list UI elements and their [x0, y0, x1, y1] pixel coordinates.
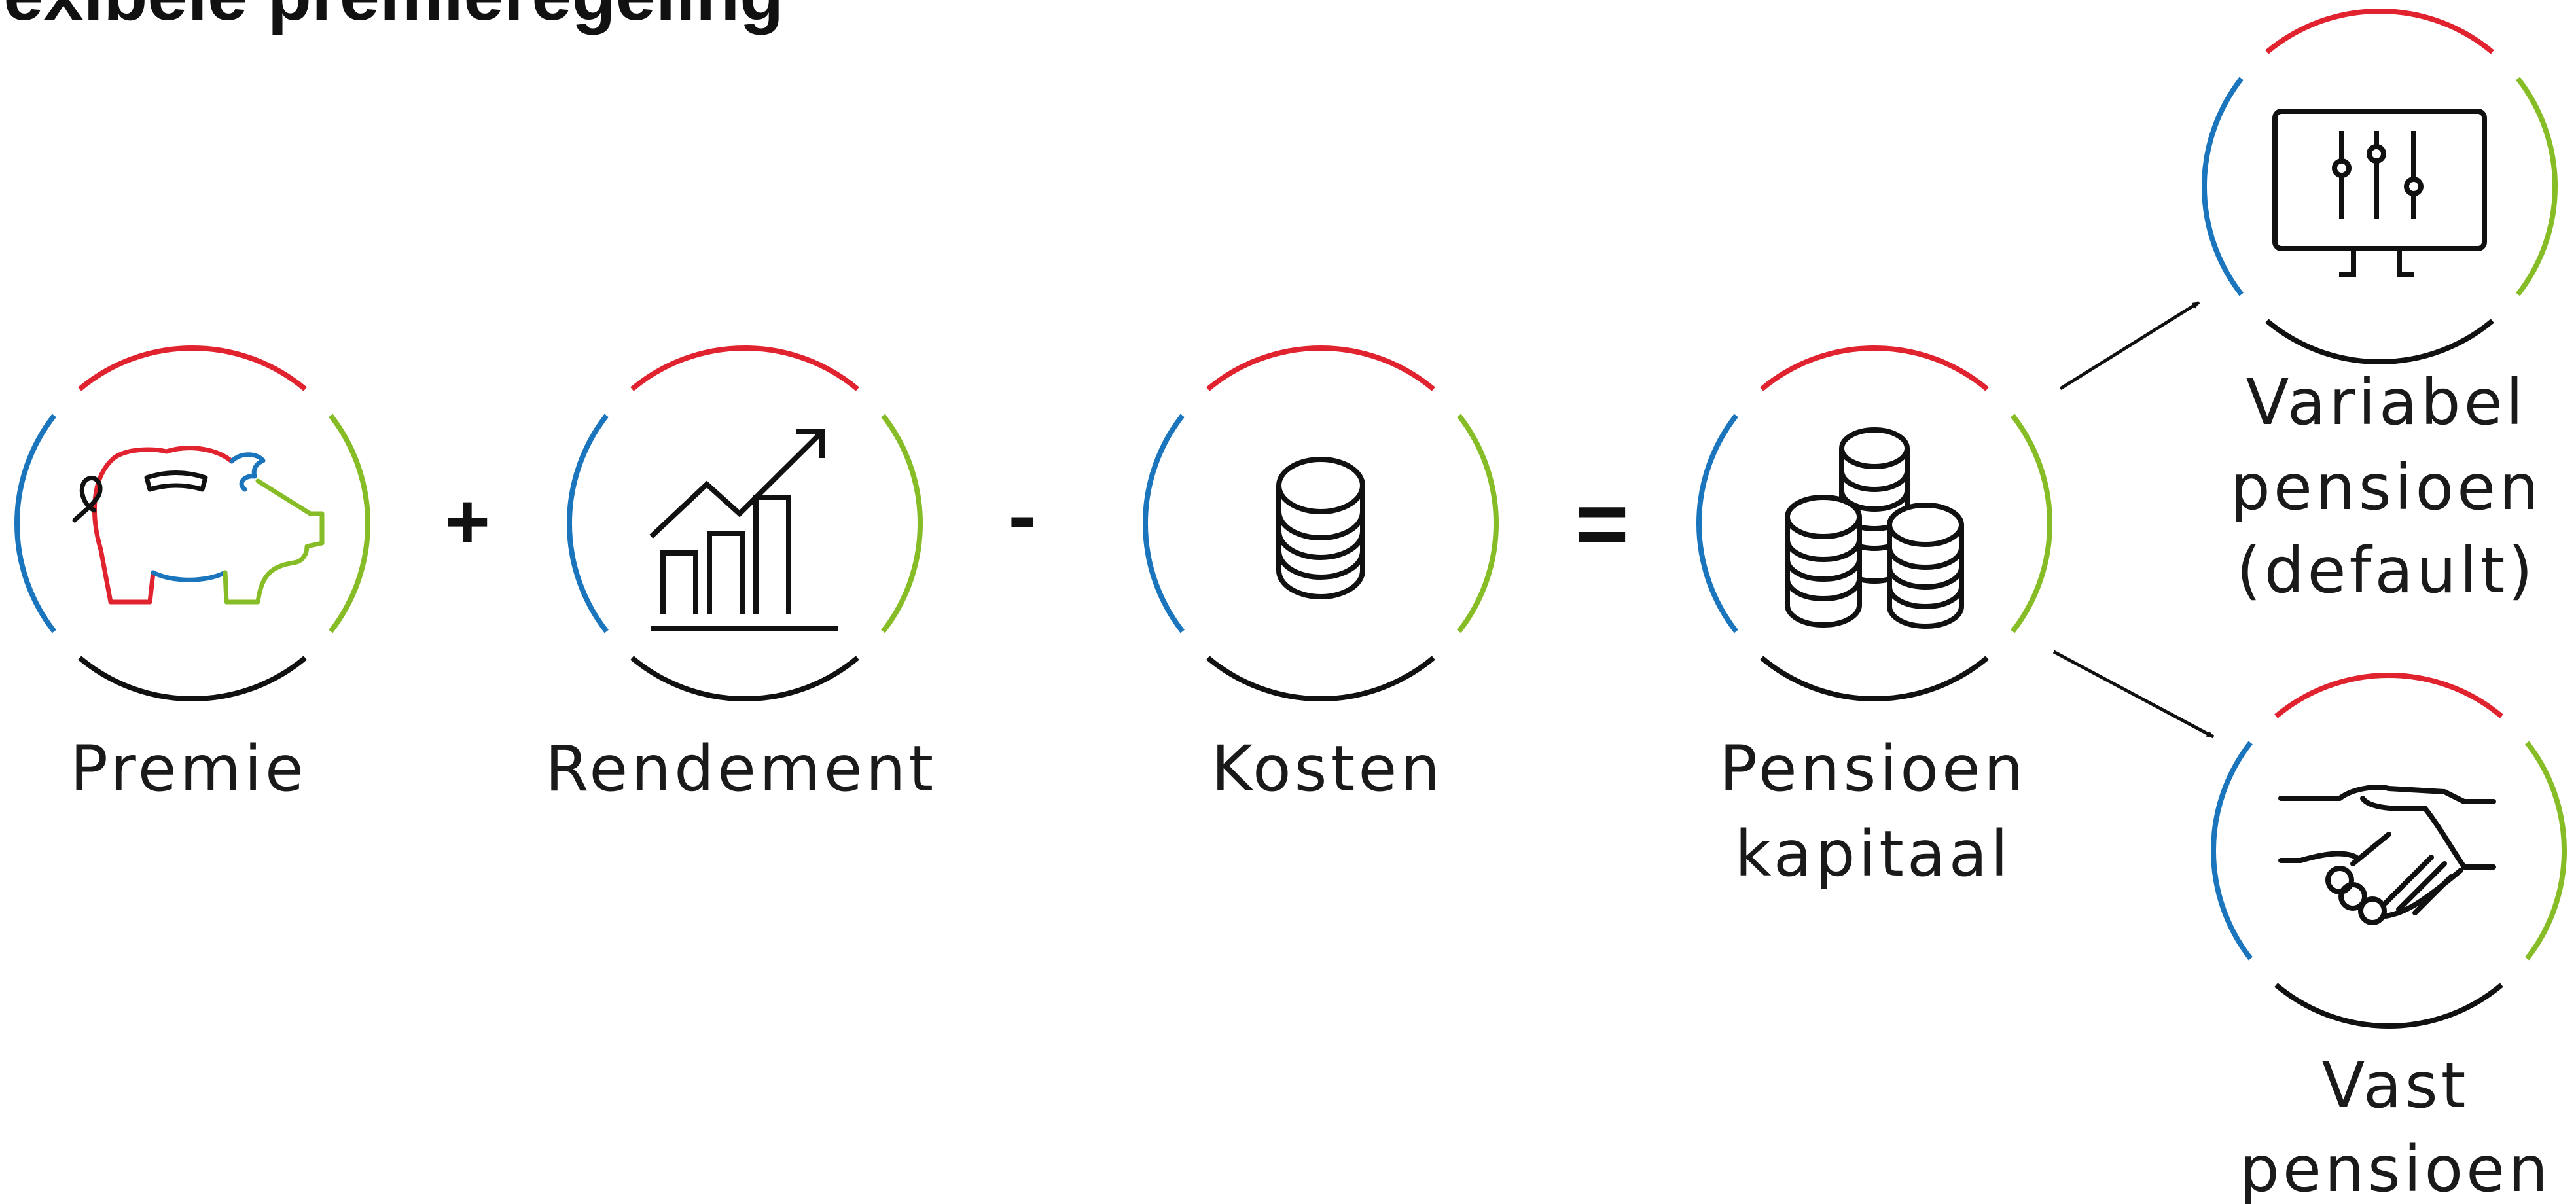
- arrow-to-vast: [2052, 650, 2215, 739]
- ring-left-segment: [14, 414, 56, 633]
- ring-variabel: [2202, 8, 2558, 365]
- ring-bottom-segment: [78, 656, 307, 702]
- ring-left-segment: [2202, 77, 2244, 296]
- label-vast-line2: pensioen: [2240, 1133, 2551, 1204]
- handshake-icon: [2278, 785, 2496, 925]
- ring-left-segment: [567, 414, 609, 633]
- ring-left-segment: [1143, 414, 1185, 633]
- ring-left-segment: [1696, 414, 1738, 633]
- minus-operator: -: [1008, 467, 1036, 563]
- piggy-bank-icon: [72, 446, 325, 605]
- label-kosten: Kosten: [1211, 732, 1443, 806]
- ring-left-segment: [2211, 741, 2253, 961]
- label-vast-line1: Vast: [2322, 1049, 2469, 1122]
- coin-stacks-icon: [1785, 427, 1964, 629]
- ring-right-segment: [881, 414, 923, 633]
- control-panel-icon: [2272, 109, 2487, 277]
- label-pensioenkapitaal-line2: kapitaal: [1735, 817, 2011, 891]
- growth-chart-icon: [649, 429, 838, 631]
- arrow-to-variabel: [2059, 300, 2200, 391]
- plus-operator: +: [444, 478, 490, 565]
- page-title: flexibele premieregeling: [0, 0, 783, 31]
- ring-rendement: [567, 345, 923, 702]
- ring-right-segment: [329, 414, 370, 633]
- node-rendement: [567, 345, 923, 702]
- ring-top-segment: [630, 345, 859, 391]
- ring-top-segment: [78, 345, 307, 391]
- label-variabel-line1: Variabel: [2246, 366, 2527, 439]
- label-variabel-line2: pensioen: [2230, 451, 2542, 524]
- ring-bottom-segment: [1760, 656, 1989, 702]
- ring-bottom-segment: [1206, 656, 1435, 702]
- equals-operator: =: [1575, 472, 1629, 575]
- ring-top-segment: [1206, 345, 1435, 391]
- ring-premie: [14, 345, 370, 702]
- ring-right-segment: [2525, 741, 2567, 961]
- label-pensioenkapitaal-line1: Pensioen: [1719, 732, 2027, 806]
- node-kosten: [1143, 345, 1499, 702]
- label-rendement: Rendement: [545, 732, 937, 806]
- ring-kosten: [1143, 345, 1499, 702]
- coin-stack-icon: [1276, 457, 1365, 599]
- label-premie: Premie: [70, 732, 307, 806]
- ring-bottom-segment: [2274, 983, 2503, 1029]
- ring-top-segment: [2274, 672, 2503, 718]
- node-vast: [2211, 672, 2567, 1029]
- ring-bottom-segment: [630, 656, 859, 702]
- ring-vast: [2211, 672, 2567, 1029]
- ring-top-segment: [2265, 8, 2494, 54]
- node-variabel: [2202, 8, 2558, 365]
- node-premie: [14, 345, 370, 702]
- ring-pensioenkapitaal: [1696, 345, 2052, 702]
- node-pensioenkapitaal: [1696, 345, 2052, 702]
- ring-bottom-segment: [2265, 319, 2494, 365]
- ring-right-segment: [2516, 77, 2558, 296]
- label-variabel-line3: (default): [2236, 534, 2536, 607]
- ring-right-segment: [2011, 414, 2052, 633]
- ring-top-segment: [1760, 345, 1989, 391]
- ring-right-segment: [1457, 414, 1499, 633]
